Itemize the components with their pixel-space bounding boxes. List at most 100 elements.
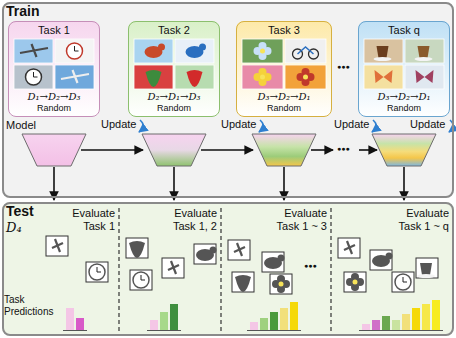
bird-head [158, 44, 165, 51]
prediction-bar [66, 308, 74, 330]
bird-head [278, 255, 285, 262]
saucer-shape [415, 57, 433, 61]
task-box-fill [128, 21, 220, 117]
sketch-frame [162, 258, 184, 278]
order-note: Random [387, 103, 421, 114]
sketch-image [228, 240, 250, 260]
sketch-frame [370, 250, 392, 270]
prediction-bar [270, 312, 278, 330]
plane-shape [234, 243, 245, 256]
strawberry-shape [187, 70, 203, 87]
model-trapezoid [252, 134, 316, 166]
plane-shape [168, 261, 179, 274]
order-note: Random [157, 103, 191, 114]
sketch-frame [130, 270, 152, 290]
strawberry-shape [129, 241, 145, 258]
axis-label: Task Predictions [4, 294, 60, 318]
bar-baseline [147, 330, 181, 331]
model-arrow [201, 149, 253, 151]
butterfly-shape [375, 70, 393, 83]
dataset-label: D₄ [6, 220, 22, 235]
panel-title: Test [4, 204, 452, 219]
clock-shape [133, 272, 149, 288]
cup-shape [377, 46, 389, 58]
sketch-image [232, 272, 254, 292]
plane-shape [52, 239, 63, 252]
plane-shape [61, 70, 89, 83]
sketch-image [392, 272, 414, 292]
image-grid [134, 39, 214, 89]
sketch-image [194, 244, 217, 264]
bird-head [210, 247, 217, 254]
saucer-shape [374, 57, 392, 61]
sketch-frame [344, 272, 366, 292]
evaluate-label: Evaluate Task 1 ~ 3 [263, 207, 327, 233]
clock-shape [26, 69, 42, 85]
prediction-bar [402, 314, 410, 330]
ellipsis: ●●● [337, 63, 350, 71]
evaluation-panel: Evaluate Task 1 ~ q [332, 204, 452, 334]
sketch-frame [338, 238, 360, 258]
prediction-bar [362, 324, 370, 330]
test-panel: TestEvaluate Task 1 Evaluate Task 1, 2 Eva… [2, 202, 454, 336]
sketch-image [370, 250, 393, 270]
image-thumbnail [134, 65, 173, 89]
model-label: Model [6, 119, 36, 132]
panel-title: Train [4, 4, 452, 19]
image-thumbnail [364, 39, 403, 63]
flower-center [303, 75, 308, 80]
domain-order: D₃→D₂→D₁ [378, 91, 431, 103]
clock-hands [75, 46, 79, 51]
sketch-frame [232, 272, 254, 292]
sketch-image [270, 274, 292, 294]
evaluation-panel: Evaluate Task 1, 2 [120, 204, 220, 334]
task-box: Task q D₃→D₂→D₁Random [358, 21, 450, 117]
clock-shape [89, 264, 105, 280]
prediction-bar [422, 304, 430, 330]
saucer-shape [417, 274, 435, 278]
evaluate-label: Evaluate Task 1, 2 [153, 207, 217, 233]
evaluation-arrow [53, 167, 55, 200]
bike-frame [298, 47, 314, 54]
bird-head [386, 253, 393, 260]
prediction-bar [170, 304, 178, 330]
update-label: Update [221, 118, 256, 131]
prediction-bars [63, 308, 87, 331]
sketch-image [130, 270, 152, 290]
dashed-separator [220, 208, 221, 332]
task-title: Task q [388, 24, 420, 37]
flower-center [353, 280, 358, 285]
update-label: Update [101, 118, 136, 131]
sketch-image [86, 262, 108, 282]
ellipsis: ●●● [304, 262, 317, 270]
test-panel-fill [2, 202, 454, 336]
sketch-image [126, 238, 148, 258]
sketch-frame [194, 244, 216, 264]
task-title: Task 1 [38, 24, 70, 37]
ellipsis: ●●● [337, 145, 350, 153]
evaluation-arrow [283, 167, 285, 200]
image-thumbnail [285, 65, 326, 89]
bar-baseline [247, 330, 301, 331]
update-arrow [139, 120, 143, 132]
sketch-image [46, 236, 68, 256]
prediction-bar [76, 318, 84, 330]
train-panel: TrainTask 1D₁→D₂→D₃RandomTask 2D₂→D₁→D₃R… [2, 2, 454, 198]
domain-order: D₃→D₂→D₁ [258, 91, 311, 103]
evaluate-label: Evaluate Task 1 [51, 207, 115, 233]
prediction-bar [260, 318, 268, 330]
prediction-bar [160, 312, 168, 330]
task-box: Task 2D₂→D₁→D₃Random [128, 21, 220, 117]
image-thumbnail [364, 65, 403, 89]
sketch-image [262, 252, 285, 272]
prediction-bar [392, 320, 400, 330]
sketch-image [344, 272, 366, 292]
evaluate-label: Evaluate Task 1 ~ q [385, 207, 449, 233]
strawberry-shape [146, 70, 162, 87]
image-thumbnail [405, 65, 444, 89]
butterfly-shape [416, 70, 434, 83]
update-label: Update [334, 118, 369, 131]
image-thumbnail [175, 39, 214, 63]
update-label: Update [410, 118, 445, 131]
